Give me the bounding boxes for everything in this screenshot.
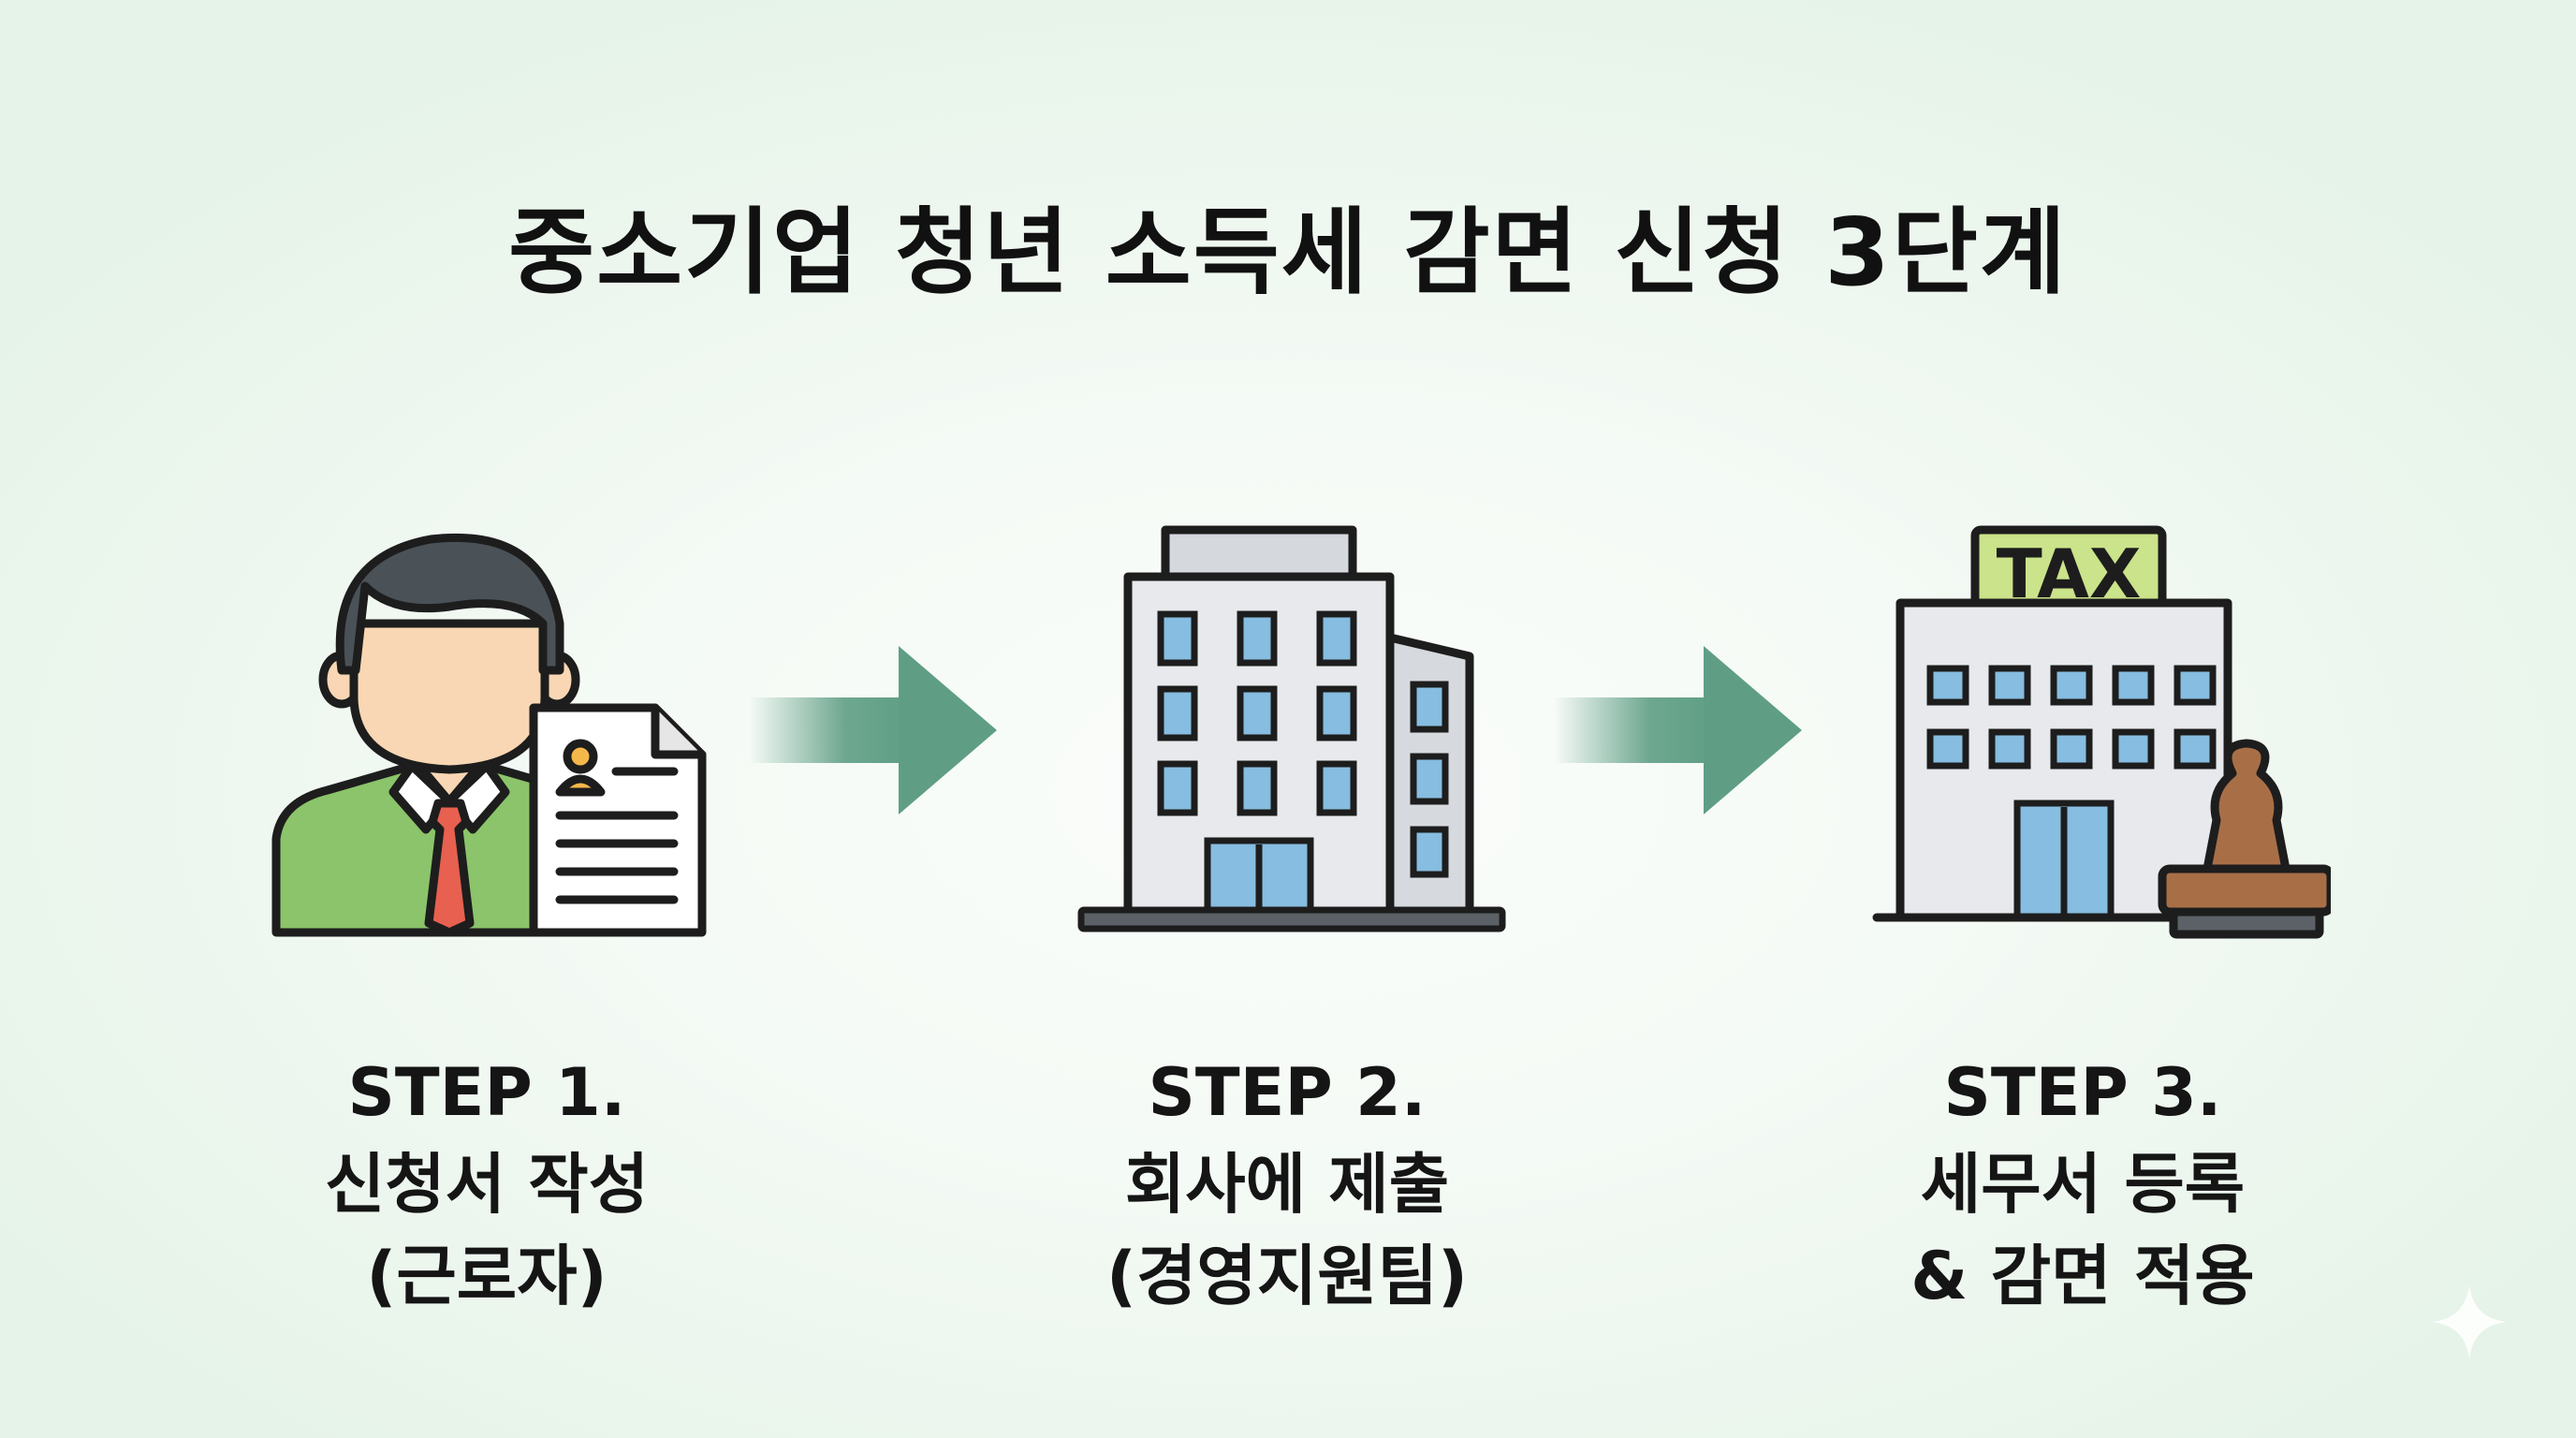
arrow-right-icon <box>749 646 997 814</box>
step-title: 세무서 등록 <box>1920 1146 2246 1223</box>
worker-with-document-icon <box>271 533 707 937</box>
step-3-label: STEP 3. 세무서 등록 & 감면 적용 <box>1755 1047 2410 1322</box>
step-title: 신청서 작성 <box>324 1146 650 1223</box>
step-number: STEP 1. <box>347 1054 626 1131</box>
step-number: STEP 2. <box>1148 1054 1427 1131</box>
company-building-icon <box>1077 525 1506 932</box>
step-subtitle: (경영지원팀) <box>1106 1238 1468 1314</box>
step-title: 회사에 제출 <box>1124 1146 1450 1223</box>
page-title: 중소기업 청년 소득세 감면 신청 3단계 <box>508 198 2068 307</box>
arrow-right-icon <box>1554 646 1802 814</box>
step-subtitle: & 감면 적용 <box>1910 1238 2255 1314</box>
step-2-label: STEP 2. 회사에 제출 (경영지원팀) <box>959 1047 1615 1322</box>
tax-office-stamp-icon: TAX <box>1872 525 2331 939</box>
step-1-label: STEP 1. 신청서 작성 (근로자) <box>159 1047 814 1322</box>
sparkle-icon <box>2432 1284 2507 1359</box>
step-subtitle: (근로자) <box>366 1238 607 1314</box>
step-number: STEP 3. <box>1943 1054 2222 1131</box>
tax-sign-label: TAX <box>1997 535 2142 613</box>
